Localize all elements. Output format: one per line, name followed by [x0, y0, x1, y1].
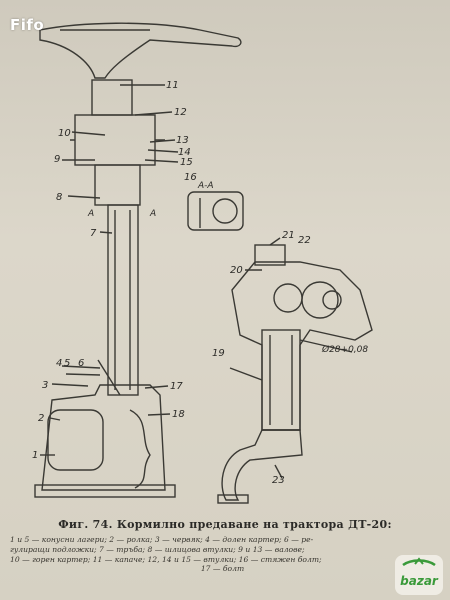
- dimension-label: Ø28+0,08: [321, 344, 368, 355]
- technical-drawing: 1 2 3 4 5 6 7 8 9 10 11 12 13 14 15 16 1…: [32, 22, 373, 504]
- part-label-21: 21: [282, 230, 295, 241]
- part-label-13: 13: [176, 135, 189, 146]
- part-label-23: 23: [272, 475, 285, 486]
- part-label-18: 18: [172, 409, 185, 420]
- bazar-logo-text: bazar: [400, 574, 439, 588]
- legend-line-2: гулиращи подложки; 7 — тръба; 8 — шлицов…: [10, 544, 305, 554]
- part-label-3: 3: [42, 380, 48, 391]
- legend-line-3: 10 — горен картер; 11 — капаче; 12, 14 и…: [10, 554, 322, 564]
- part-label-17: 17: [170, 381, 183, 392]
- part-label-19: 19: [212, 348, 225, 359]
- part-label-1: 1: [32, 450, 38, 461]
- part-label-6: 6: [78, 358, 84, 369]
- part-label-10: 10: [58, 128, 71, 139]
- part-label-8: 8: [56, 192, 62, 203]
- part-label-14: 14: [178, 147, 191, 158]
- figure-caption: Фиг. 74. Кормилно предаване на трактора …: [58, 518, 392, 531]
- part-label-9: 9: [54, 154, 60, 165]
- part-label-4: 4: [56, 358, 62, 369]
- fifo-watermark: Fifo: [10, 16, 45, 34]
- figure-legend: 1 и 5 — конусни лагери; 2 — ролка; 3 — ч…: [10, 535, 435, 574]
- part-label-15: 15: [180, 157, 193, 168]
- part-label-22: 22: [298, 235, 311, 246]
- legend-line-1: 1 и 5 — конусни лагери; 2 — ролка; 3 — ч…: [10, 535, 314, 544]
- part-label-7: 7: [90, 228, 97, 239]
- part-label-11: 11: [166, 80, 179, 91]
- section-mark-left: А: [87, 209, 94, 219]
- part-label-12: 12: [174, 107, 187, 118]
- part-label-20: 20: [230, 265, 243, 276]
- part-label-16: 16: [184, 172, 197, 183]
- section-label: А-А: [197, 181, 214, 191]
- bazar-logo: bazar: [395, 555, 443, 595]
- part-label-2: 2: [38, 413, 44, 424]
- legend-line-4: 17 — болт: [200, 564, 245, 574]
- section-mark-right: А: [149, 209, 156, 219]
- part-label-5: 5: [64, 358, 70, 369]
